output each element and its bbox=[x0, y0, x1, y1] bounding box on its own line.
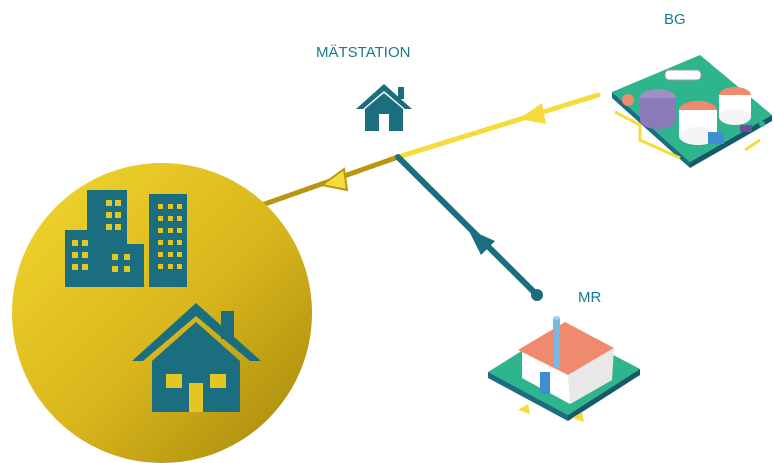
bg-label: BG bbox=[664, 11, 686, 28]
bg-flow-line bbox=[395, 92, 601, 160]
consumer-flow-arrow bbox=[319, 167, 349, 192]
matstation-label: MÄTSTATION bbox=[316, 44, 411, 61]
mr-flow-line bbox=[395, 154, 540, 298]
house-icon bbox=[132, 303, 261, 412]
bg-flow-arrow bbox=[519, 103, 546, 124]
biogas-plant-icon bbox=[612, 55, 772, 168]
mr-label: MR bbox=[578, 289, 602, 306]
buildings-icon bbox=[65, 190, 187, 287]
mr-flow-arrow bbox=[468, 229, 495, 255]
factory-icon bbox=[488, 316, 640, 422]
mr-connection-dot bbox=[531, 289, 543, 301]
station-house-icon bbox=[356, 84, 412, 131]
